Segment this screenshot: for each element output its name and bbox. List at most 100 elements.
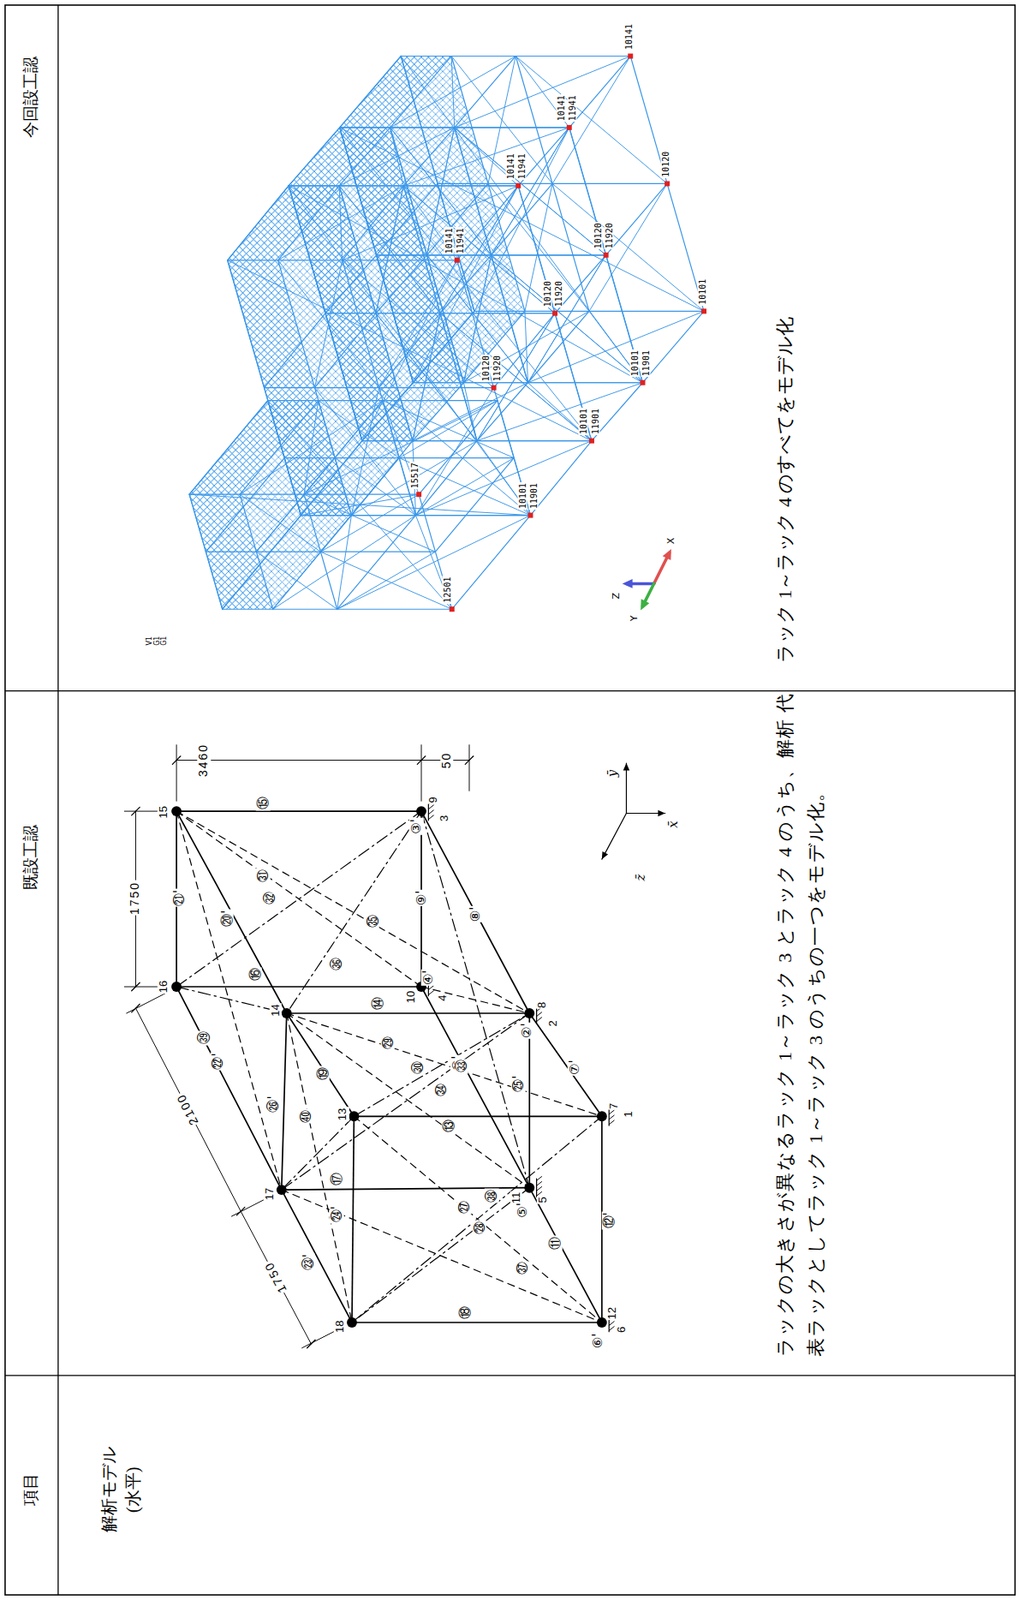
brace-member [176,810,282,1190]
support-hatch [428,990,434,996]
beam-line [273,515,352,610]
diagonal-line [474,127,570,311]
node-id: 11941 [455,226,465,255]
node-marker [566,125,573,131]
dimension-tick [131,982,141,991]
beam-line [415,440,477,516]
truss-member [281,1189,352,1323]
diagonal-line [339,127,704,311]
arrow-head [657,810,665,817]
dimension: 1750 [129,880,143,916]
node-number: 3 [438,814,451,823]
node-id: 10141 [444,226,454,255]
beam-line [569,127,644,383]
truss-member [286,1012,531,1014]
truss-member [286,1013,355,1116]
dimension: 2100 [173,1090,202,1128]
view-tag: G1 [160,636,168,646]
node-marker [627,53,633,60]
truss-member [176,986,282,1190]
node-marker [552,310,558,316]
beam-line [412,310,474,382]
node-id: 10141 [623,23,633,51]
member-number: ⑧' [468,905,483,924]
member-number: ㊳ [484,1188,500,1204]
column-header: 今回設工認 [21,56,40,138]
truss-node [524,1182,535,1193]
node-id: 10120 [542,280,552,308]
brace-line [399,458,531,516]
support-hatch [536,1176,543,1181]
member-number: ㉕' [511,1074,526,1093]
node-number: 7 [607,1102,620,1110]
member-number: ㊱ [329,956,345,972]
member-number: ⑮ [256,795,271,811]
dimension-line [176,759,422,761]
table-border [5,5,1015,1595]
support-hatch [608,1114,614,1120]
node-id: 10120 [660,150,670,179]
member-number: ⑯ [248,966,263,982]
member-number: ㊲ [515,1260,531,1276]
node-number: 1 [622,1109,635,1118]
dimension: 50 [440,750,453,770]
member-number: ⑭ [370,995,386,1011]
axis-line [625,762,627,813]
node-id: 10101 [630,349,640,377]
axis-label: x̄ [666,819,681,829]
column-header: 既設工認 [21,824,40,890]
member-number: ⑲ [315,1066,330,1081]
support-hatch [536,1181,543,1186]
dimension: 1750 [261,1258,290,1297]
brace-member [286,1013,352,1323]
dimension-tick [131,1003,141,1013]
node-number: 2 [547,1019,560,1027]
beam-line [351,440,412,516]
truss-node [524,1007,535,1019]
node-id: 12501 [441,576,452,604]
node-id: 10120 [593,221,603,250]
beam-line [205,458,285,553]
extension-line [176,744,178,802]
extension-line [469,744,471,792]
beam-line [362,382,414,441]
beam-line [569,56,631,128]
member-number: ⑬ [441,1118,457,1133]
member-number: ㉝ [453,1058,469,1073]
brace-line [351,440,477,516]
node-marker [603,252,609,258]
axis-label: z̄ [633,873,649,882]
node-marker [515,183,521,189]
beam-line [189,400,269,495]
beam-line [376,183,438,255]
support-hatch [608,1326,614,1331]
truss-member [529,1013,602,1116]
beam-line [530,440,591,516]
table-rule [5,690,1015,692]
illustration-group [5,5,1015,1595]
axis-label: X [666,537,677,545]
brace-line [488,56,516,185]
support-hatch [536,1017,543,1022]
brace-line [488,183,590,311]
node-id: 11941 [516,152,526,180]
member-number: ④' [421,969,436,987]
brace-line [552,56,631,185]
member-number: ㉞ [433,1082,448,1097]
node-number: 12 [606,1305,619,1320]
truss-member [421,986,530,1188]
beam-line [463,310,525,382]
brace-line [524,183,553,311]
axis-label: Y [629,615,640,622]
support-hatch [428,985,434,990]
brace-line [528,255,607,383]
beam-line [452,515,531,610]
support-hatch [608,1120,614,1125]
beam-line [264,313,326,388]
support-hatch [428,804,434,810]
beam-line [337,515,417,610]
member-number: ⑫' [601,1210,617,1229]
node-number: 8 [535,1001,548,1009]
member-number: ㉛ [256,868,271,883]
hatched-band [227,260,316,388]
